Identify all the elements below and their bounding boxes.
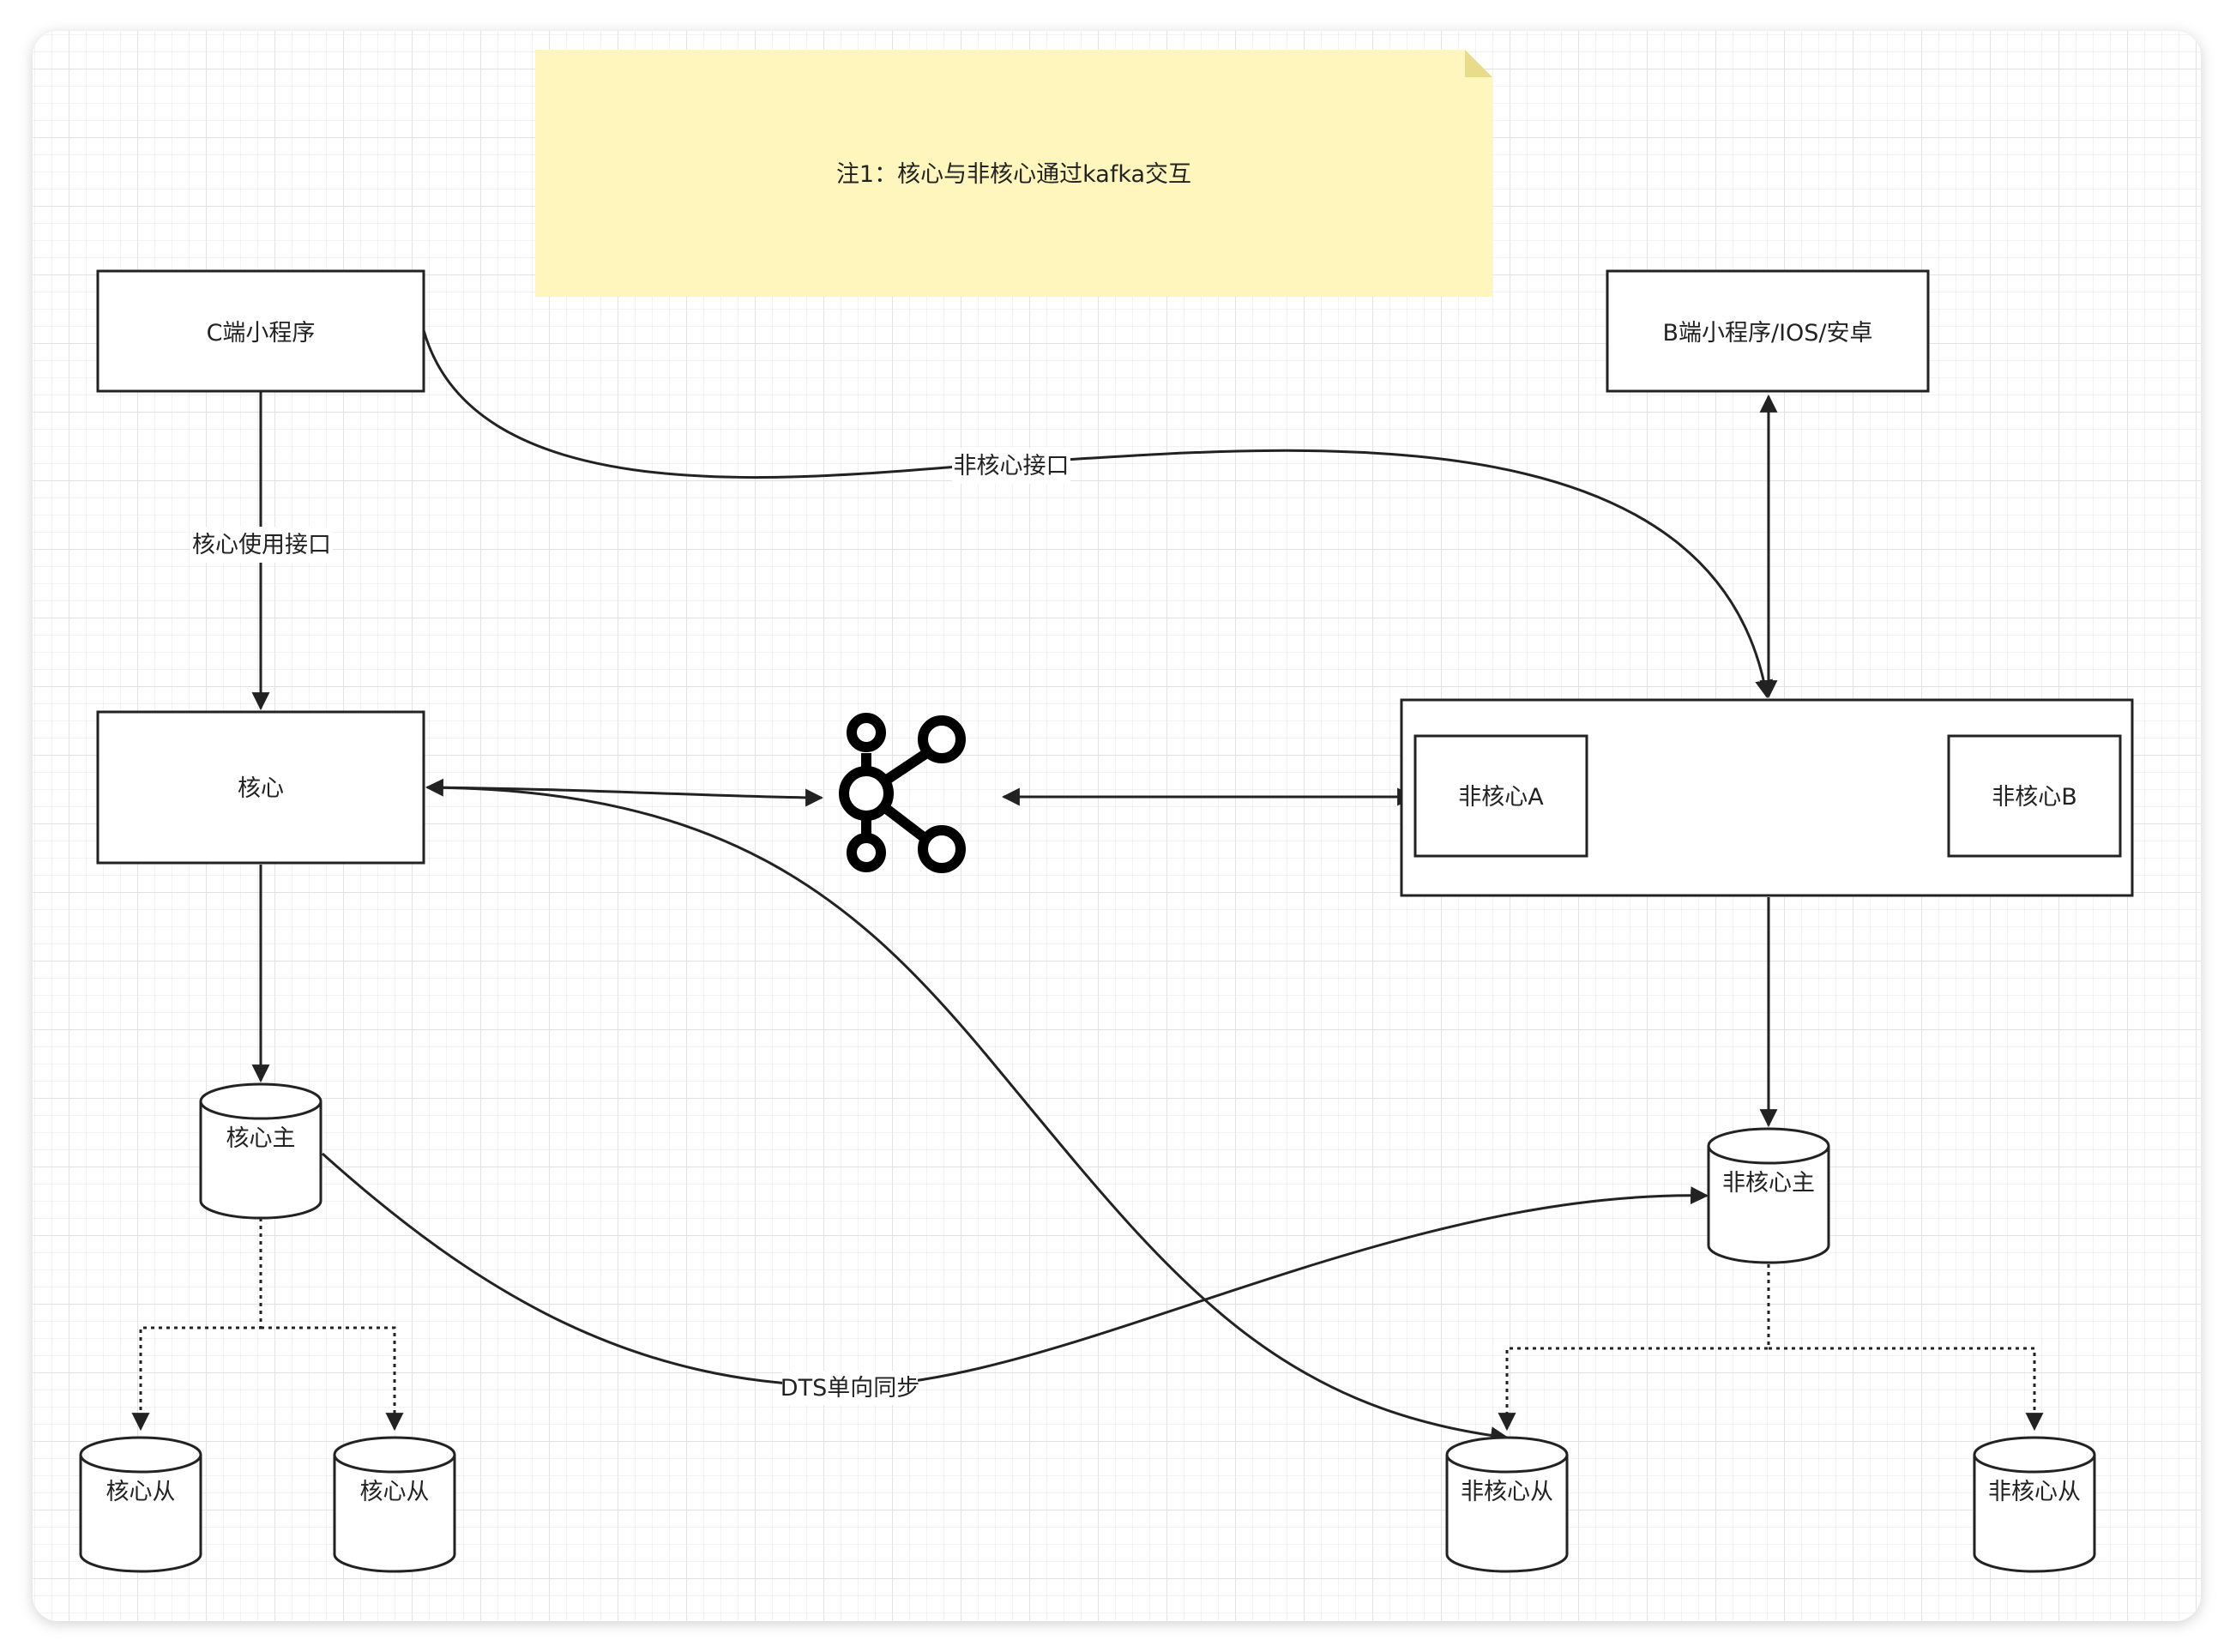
edge-core-kafka[interactable] [425,778,824,807]
node-non-core-a-box [1413,734,1588,858]
sticky-note-fold [1465,50,1492,77]
edge-non-core-replica-2[interactable] [1769,1347,2044,1432]
db-core-master-top [199,1082,322,1120]
node-non-core-b-label: 非核心B [1992,784,2077,811]
edge-non-core-api-label: 非核心接口 [954,453,1070,479]
edge-core-api-label: 核心使用接口 [192,532,331,558]
db-non-core-master[interactable]: 非核心主 [1707,1127,1830,1264]
db-core-slave-2-top [333,1436,456,1474]
edge-non-core-api-label-bg [952,448,1070,484]
db-core-slave-2[interactable]: 核心从 [333,1436,456,1573]
db-core-slave-1-body [79,1455,202,1573]
db-non-core-slave-2[interactable]: 非核心从 [1973,1436,2096,1573]
node-b-client[interactable]: B端小程序/IOS/安卓 [1606,269,1930,393]
db-non-core-slave-1-label: 非核心从 [1461,1479,1553,1505]
db-non-core-master-top [1707,1127,1830,1165]
db-non-core-slave-1[interactable]: 非核心从 [1445,1436,1569,1573]
db-core-slave-1-label: 核心从 [106,1479,176,1505]
db-non-core-slave-2-top [1973,1436,2096,1474]
kafka-icon-node-upper-right [918,715,966,763]
db-core-master[interactable]: 核心主 [199,1082,322,1220]
node-c-client[interactable]: C端小程序 [96,269,425,393]
node-non-core-group[interactable]: 非核心A 非核心B [1400,698,2134,897]
sticky-note[interactable]: 注1：核心与非核心通过kafka交互 [535,50,1492,297]
db-core-slave-2-label: 核心从 [360,1479,430,1505]
node-non-core-b-box [1947,734,2122,858]
edge-core-non-core-slave[interactable] [426,786,1510,1445]
db-core-slave-1-top [79,1436,202,1474]
node-b-client-box [1606,269,1930,393]
kafka-icon-node-top [847,713,886,752]
node-non-core-a[interactable]: 非核心A [1413,734,1588,858]
node-non-core-a-label: 非核心A [1458,784,1544,811]
sticky-note-body [535,50,1492,297]
kafka-icon-node-lower-right [918,825,966,873]
kafka-icon-node-center [839,766,894,821]
db-non-core-slave-1-top [1445,1436,1569,1474]
edge-core-replica-1[interactable] [131,1218,262,1432]
db-non-core-master-label: 非核心主 [1722,1170,1815,1197]
edge-dts-sync-label: DTS单向同步 [780,1375,919,1402]
edge-core-replica-2[interactable] [261,1326,404,1432]
db-non-core-master-body [1707,1146,1830,1264]
db-non-core-slave-2-label: 非核心从 [1988,1479,2081,1505]
kafka-icon-node-bottom [847,833,886,872]
db-core-master-label: 核心主 [226,1125,296,1152]
edge-core-api-label-bg [190,527,333,563]
node-core-box [96,710,425,865]
db-core-slave-2-body [333,1455,456,1573]
edge-non-core-replica-1[interactable] [1498,1264,1770,1432]
grid-background [33,31,2201,1621]
edge-dts-sync-label-bg [782,1371,918,1405]
node-non-core-b[interactable]: 非核心B [1947,734,2122,858]
node-core[interactable]: 核心 [96,710,425,865]
db-core-master-body [199,1101,322,1220]
kafka-icon[interactable] [839,713,966,873]
db-core-slave-1[interactable]: 核心从 [79,1436,202,1573]
node-b-client-label: B端小程序/IOS/安卓 [1662,320,1872,347]
db-non-core-slave-2-body [1973,1455,2096,1573]
node-c-client-label: C端小程序 [207,320,316,347]
db-non-core-slave-1-body [1445,1455,1569,1573]
node-core-label: 核心 [238,775,284,802]
node-c-client-box [96,269,425,393]
sticky-note-text: 注1：核心与非核心通过kafka交互 [836,161,1191,188]
